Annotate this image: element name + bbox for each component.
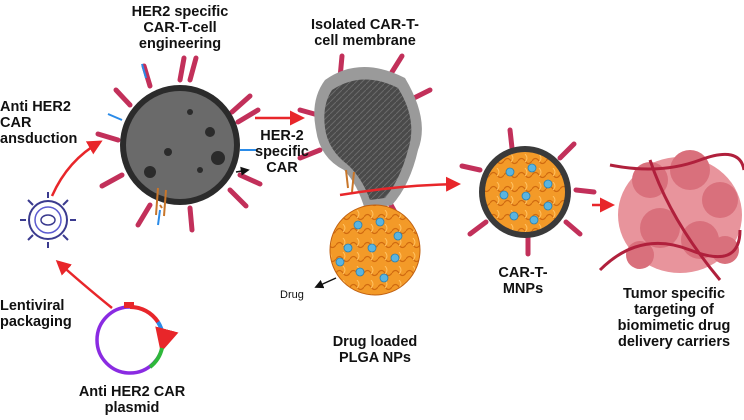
- lentivirus: [20, 192, 76, 248]
- tumor-tissue: [598, 150, 744, 281]
- label-transduction: Anti HER2 CAR ansduction: [0, 99, 78, 147]
- label-car-t-mnps: CAR-T- MNPs: [498, 265, 548, 297]
- label-plga: Drug loaded PLGA NPs: [332, 334, 418, 366]
- label-lentiviral: Lentiviral packaging: [0, 298, 72, 330]
- label-tumor: Tumor specific targeting of biomimetic d…: [617, 286, 731, 350]
- arrow-to-mnp: [339, 176, 461, 197]
- car-t-mnp: [459, 127, 597, 257]
- label-isolated-membrane: Isolated CAR-T- cell membrane: [311, 17, 419, 49]
- arrow-packaging: [55, 259, 113, 309]
- label-her2-engineering: HER2 specific CAR-T-cell engineering: [131, 4, 229, 52]
- label-drug: Drug: [280, 289, 304, 301]
- plga-nanoparticle: [329, 204, 421, 296]
- arrow-transduction: [50, 140, 103, 197]
- label-plasmid: Anti HER2 CAR plasmid: [78, 384, 186, 416]
- label-her2-car: HER-2 specific CAR: [255, 128, 309, 176]
- drug-pointer: [314, 277, 337, 289]
- car-t-cell: [95, 55, 263, 233]
- plasmid: [95, 302, 179, 375]
- isolated-membrane: [297, 53, 433, 217]
